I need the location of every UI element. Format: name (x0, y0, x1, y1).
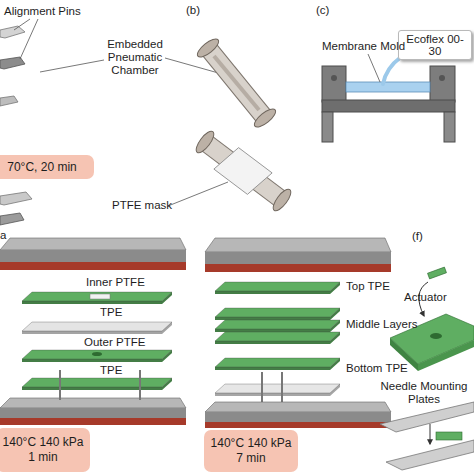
layer-label: Inner PTFE (86, 276, 145, 289)
layer-label: Top TPE (346, 280, 390, 293)
part-label: Actuator (404, 291, 447, 304)
material-label-box: Ecoflex 00-30 (398, 30, 472, 60)
membrane-mold (322, 54, 455, 142)
part-label: PTFE mask (112, 199, 172, 212)
node-text: 70°C, 20 min (0, 160, 89, 175)
lamination-stack-short (0, 238, 186, 425)
alignment-pin-parts (0, 19, 222, 225)
layer-label: Outer PTFE (84, 336, 145, 349)
layer-label: Middle Layers (346, 318, 418, 331)
process-condition-box: 140°C 140 kPa 1 min (0, 428, 90, 472)
actuator-tube (195, 36, 278, 130)
process-condition-box: 70°C, 20 min (0, 155, 94, 179)
panel-letter: (b) (186, 4, 200, 17)
part-label: Membrane Mold (322, 40, 405, 53)
layer-label: TPE (100, 364, 122, 377)
panel-letter: a (0, 229, 6, 242)
panel-letter: (c) (316, 4, 329, 17)
part-label: Alignment Pins (4, 5, 81, 18)
lamination-stack-long (205, 238, 391, 428)
layer-label: TPE (100, 306, 122, 319)
part-label: Embedded Pneumatic Chamber (103, 38, 167, 77)
part-label: Needle Mounting Plates (376, 380, 472, 406)
node-text: Ecoflex 00-30 (402, 33, 468, 57)
process-condition-box: 140°C 140 kPa 7 min (204, 430, 298, 472)
layer-label: Bottom TPE (346, 362, 408, 375)
node-text: 140°C 140 kPa 7 min (209, 436, 293, 466)
node-text: 140°C 140 kPa 1 min (1, 435, 85, 465)
panel-letter: (f) (412, 230, 423, 243)
masked-tube (168, 129, 294, 214)
